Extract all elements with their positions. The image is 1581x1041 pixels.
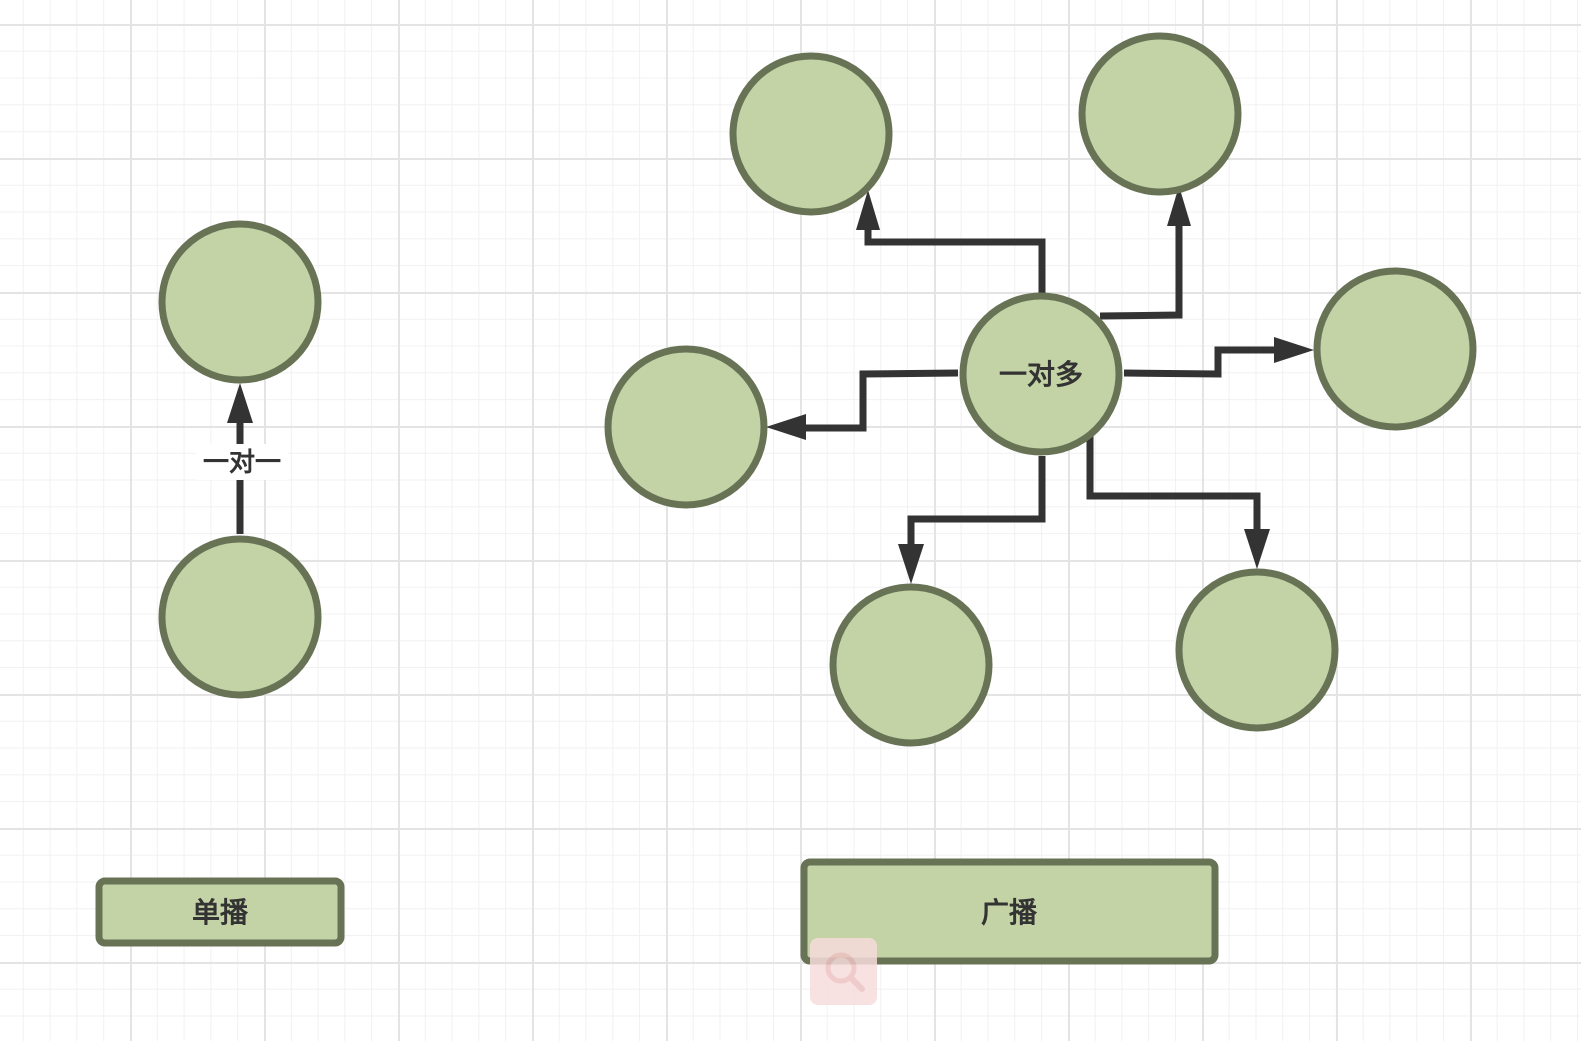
broadcast-nodes: 一对多 xyxy=(604,32,1477,747)
broadcast-target-bottom-right[interactable] xyxy=(1175,568,1339,732)
broadcast-hub-label: 一对多 xyxy=(999,358,1083,391)
unicast-legend[interactable]: 单播 xyxy=(95,877,345,947)
unicast-edge-label-bg xyxy=(196,444,288,480)
arrowhead-bottom-left xyxy=(898,544,924,584)
arrowhead-left xyxy=(766,414,806,440)
edge-to-right[interactable] xyxy=(1123,346,1280,378)
edge-to-left[interactable] xyxy=(805,369,959,432)
broadcast-legend[interactable]: 广播 xyxy=(800,858,1219,965)
arrowhead-top-left xyxy=(856,190,880,230)
edge-to-bottom-left[interactable] xyxy=(907,456,1046,548)
broadcast-edges xyxy=(766,186,1314,584)
broadcast-legend-label: 广播 xyxy=(981,896,1038,929)
unicast-group: 一对一 xyxy=(158,220,322,699)
unicast-source-node[interactable] xyxy=(158,535,322,699)
unicast-target-node[interactable] xyxy=(158,220,322,384)
search-badge[interactable] xyxy=(810,938,877,1005)
edge-to-bottom-right[interactable] xyxy=(1086,427,1261,532)
broadcast-target-right[interactable] xyxy=(1313,267,1477,431)
edge-to-top-right[interactable] xyxy=(1099,225,1183,320)
broadcast-target-left[interactable] xyxy=(604,345,768,509)
broadcast-target-bottom-left[interactable] xyxy=(829,583,993,747)
unicast-legend-box xyxy=(95,877,345,947)
edge-to-top-left[interactable] xyxy=(864,225,1046,294)
unicast-edge-label: 一对一 xyxy=(203,448,281,478)
arrowhead-top-right xyxy=(1167,186,1191,226)
broadcast-target-top-left[interactable] xyxy=(729,52,893,216)
arrowhead-right xyxy=(1274,337,1314,363)
arrowhead-bottom-right xyxy=(1244,529,1270,569)
broadcast-target-top-right[interactable] xyxy=(1078,32,1242,196)
unicast-arrowhead xyxy=(227,383,253,423)
search-icon xyxy=(825,952,865,992)
broadcast-legend-box xyxy=(800,858,1219,965)
unicast-legend-label: 单播 xyxy=(192,896,249,929)
broadcast-hub-node[interactable] xyxy=(959,292,1123,456)
